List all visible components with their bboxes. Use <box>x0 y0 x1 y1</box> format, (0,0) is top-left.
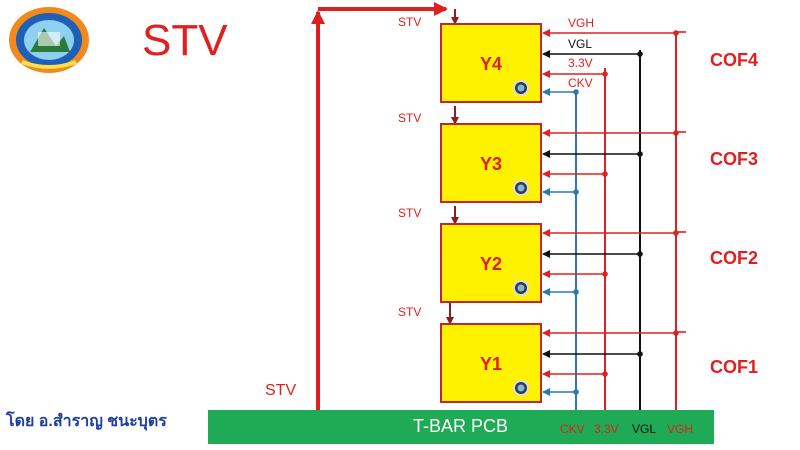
author-credit: โดย อ.สำราญ ชนะบุตร <box>6 413 167 430</box>
cof2-label: COF2 <box>710 248 759 268</box>
cof3-label: COF3 <box>710 149 759 169</box>
stv-label-y1: STV <box>398 305 421 319</box>
chip-y2-label: Y2 <box>480 254 502 274</box>
junction-y2-ckv <box>573 289 579 295</box>
junction-y4-ckv <box>573 89 579 95</box>
junction-y3-ckv <box>573 189 579 195</box>
cof1-label: COF1 <box>710 357 759 377</box>
junction-y4-vgl <box>637 51 643 57</box>
stv-label-bottom: STV <box>265 382 296 399</box>
chip-y4: Y4 <box>440 23 542 103</box>
chip-y2-badge-dot <box>517 284 525 292</box>
chip-y3: Y3 <box>440 123 542 203</box>
junction-y3-vgh <box>673 130 679 136</box>
branch-layer <box>542 29 686 396</box>
chip-y1-label: Y1 <box>480 354 502 374</box>
junction-y4-v33 <box>602 71 608 77</box>
junction-y1-vgh <box>673 330 679 336</box>
junction-y2-vgh <box>673 230 679 236</box>
stv-main-feed <box>311 2 448 410</box>
junction-y3-vgl <box>637 151 643 157</box>
junction-y2-v33 <box>602 271 608 277</box>
t-bar-pcb: T-BAR PCB CKV 3.3V VGL VGH <box>208 410 714 444</box>
school-logo <box>9 7 89 73</box>
junction-y2-vgl <box>637 251 643 257</box>
vgl-label: VGL <box>568 37 592 51</box>
junction-y1-v33 <box>602 371 608 377</box>
chip-y4-label: Y4 <box>480 54 502 74</box>
pcb-label: T-BAR PCB <box>413 416 509 436</box>
junction-y3-v33 <box>602 171 608 177</box>
supply-buses <box>575 31 677 430</box>
stv-cascade <box>446 9 459 325</box>
pcb-tag-3v3: 3.3V <box>594 422 619 436</box>
chip-y1-badge-dot <box>517 384 525 392</box>
stv-label-top: STV <box>398 15 421 29</box>
pcb-tag-vgh: VGH <box>667 422 694 436</box>
ckv-label: CKV <box>568 76 593 90</box>
chip-y1: Y1 <box>440 323 542 403</box>
junction-y1-vgl <box>637 351 643 357</box>
junction-y1-ckv <box>573 389 579 395</box>
slide-title: STV <box>142 16 228 65</box>
pcb-tag-vgl: VGL <box>632 422 657 436</box>
chip-y4-badge-dot <box>517 84 525 92</box>
chip-y3-label: Y3 <box>480 154 502 174</box>
vgh-label: VGH <box>568 16 594 30</box>
cof4-label: COF4 <box>710 50 759 70</box>
chip-y3-badge-dot <box>517 184 525 192</box>
junction-y4-vgh <box>673 30 679 36</box>
pcb-tag-ckv: CKV <box>560 422 585 436</box>
chip-y2: Y2 <box>440 223 542 303</box>
stv-label-y3: STV <box>398 111 421 125</box>
stv-label-y2: STV <box>398 206 421 220</box>
v33-label: 3.3V <box>568 56 593 70</box>
